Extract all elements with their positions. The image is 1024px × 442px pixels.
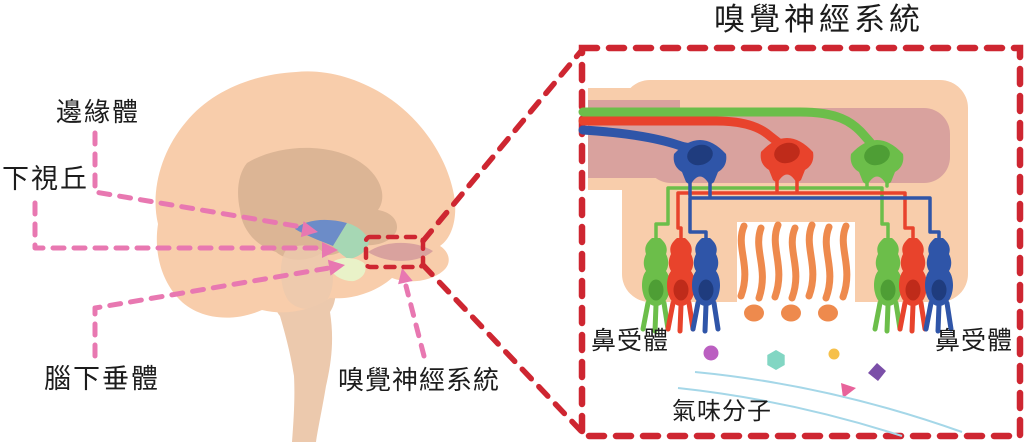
receptor-cells [640,238,954,334]
brainstem-upper-shape [280,245,333,309]
pituitary-arrowhead [327,259,345,276]
green-bus-line [654,186,890,242]
limbic-pointer-line [92,130,305,230]
label-pointer-arrowheads [300,221,413,285]
cilia-base-cells [744,304,838,322]
nasal-receptor-left-label: 鼻受體 [591,327,670,355]
hypothalamus-label: 下視丘 [2,164,89,194]
hypothalamus-arrowhead [322,242,338,258]
hypothalamus-pointer-line [32,200,323,251]
cilia-strands [737,221,851,302]
pituitary-label: 腦下垂體 [44,364,160,394]
olfactory-panel [578,80,968,437]
panel-title: 嗅覺神經系統 [714,2,924,37]
axon-bus-lines [654,186,941,242]
receptor-cell-red-right [897,238,928,334]
molecule-violet-square [868,363,886,381]
limbic-arrowhead [300,221,318,238]
receptor-cell-green-right [872,238,903,334]
zoom-callout [363,44,1024,440]
receptor-cell-blue-left [690,238,721,334]
airflow-curves [677,371,963,437]
molecule-yellow-circle [828,348,840,360]
brain-illustration [155,71,456,442]
molecule-pink-triangle [841,383,856,398]
receptor-cell-red-left [665,238,696,334]
red-fiber [578,116,784,148]
olfactory-bulb-shape [368,242,433,261]
odor-molecules-label: 氣味分子 [672,398,772,425]
label-pointer-lines [32,130,427,359]
mitral-nucleus [864,144,890,166]
nasal-receptor-right-label: 鼻受體 [935,327,1014,355]
zoom-connector-bottom [420,262,585,435]
receptor-cell-green-left [640,238,671,334]
olfactory-pointer-line [403,283,427,359]
receptor-cell-blue-right [923,238,954,334]
hypothalamus-green-shape [333,223,369,259]
olfactory-arrowhead [398,268,413,285]
olfactory-system-brain-label: 嗅覺神經系統 [338,365,501,395]
mitral-cell-blue [673,140,727,184]
mitral-nucleus [687,144,713,166]
red-bus-line [676,191,915,242]
molecule-purple-circle [703,345,719,361]
mitral-cell-green [850,140,904,184]
zoom-panel-border [578,44,1024,440]
mitral-nucleus [774,142,800,164]
molecule-teal-hexagon [767,350,785,370]
zoom-source-rect [363,234,426,270]
limbic-label: 邊緣體 [56,97,141,127]
mitral-cell-red [760,138,814,182]
blue-bus-line [688,196,941,242]
odor-molecules [703,345,886,398]
green-fiber [578,107,875,147]
pituitary-pointer-line [92,265,332,359]
zoom-connector-top [420,47,585,244]
